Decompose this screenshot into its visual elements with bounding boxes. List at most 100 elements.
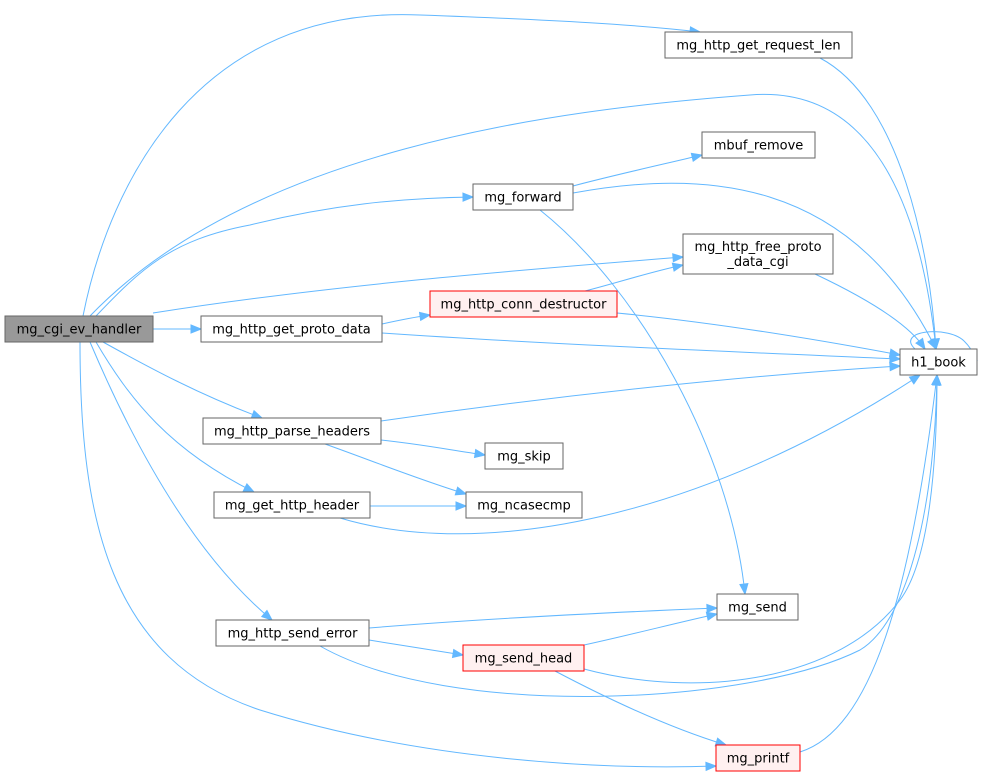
edge-arrowhead bbox=[739, 583, 749, 596]
node-box bbox=[899, 348, 978, 376]
edge-root-to-send_error bbox=[89, 341, 274, 621]
edge-line bbox=[616, 312, 901, 356]
node-label: mbuf_remove bbox=[714, 139, 804, 154]
edge-printf-to-h1_book bbox=[799, 373, 941, 753]
node-label: mg_skip bbox=[497, 450, 551, 465]
edge-line bbox=[583, 613, 718, 646]
node-box bbox=[213, 491, 371, 519]
node-box bbox=[200, 315, 383, 343]
node-label: mg_forward bbox=[484, 191, 561, 206]
node-mbuf-remove[interactable]: mbuf_remove bbox=[701, 131, 816, 159]
node-box bbox=[4, 315, 154, 343]
node-box bbox=[716, 593, 799, 621]
edge-arrowhead bbox=[242, 483, 256, 493]
edge-line bbox=[819, 57, 937, 350]
edge-arrowhead bbox=[455, 501, 468, 511]
edge-arrowhead bbox=[706, 603, 719, 614]
edge-get_http_header-to-h1_book bbox=[339, 374, 922, 535]
edge-line bbox=[572, 182, 937, 350]
edge-line bbox=[368, 639, 464, 656]
edge-line bbox=[799, 374, 938, 753]
node-label: mg_http_get_proto_data bbox=[212, 323, 371, 338]
node-send[interactable]: mg_send bbox=[716, 593, 799, 621]
node-label: mg_http_get_request_len bbox=[676, 39, 840, 54]
edge-line bbox=[82, 14, 701, 317]
edge-get_proto_data-to-h1_book bbox=[381, 332, 902, 364]
node-label: mg_http_send_error bbox=[228, 627, 358, 642]
edge-arrowhead bbox=[451, 648, 465, 659]
edge-root-to-forward bbox=[95, 192, 475, 317]
nodes-layer: mg_cgi_ev_handler mg_http_get_request_len… bbox=[4, 31, 978, 772]
node-box bbox=[202, 417, 382, 445]
edge-arrowhead bbox=[889, 353, 902, 364]
edge-get_proto_data-to-conn_destructor bbox=[381, 311, 432, 325]
edge-root-to-get_proto_data bbox=[153, 324, 203, 334]
edge-root-to-printf bbox=[79, 341, 718, 772]
edge-send_head-to-printf bbox=[554, 670, 728, 747]
edge-arrowhead bbox=[931, 373, 941, 386]
edge-root-to-get_http_header bbox=[95, 341, 256, 493]
node-label: mg_printf bbox=[727, 752, 790, 767]
node-label: mg_http_free_proto bbox=[694, 240, 821, 255]
edge-send_head-to-h1_book bbox=[583, 373, 942, 684]
edge-get_request_len-to-h1_book bbox=[819, 57, 941, 351]
edge-arrowhead bbox=[672, 253, 685, 263]
edge-arrowhead bbox=[473, 448, 487, 459]
edge-arrowhead bbox=[454, 486, 468, 496]
node-box bbox=[462, 644, 585, 672]
edge-arrowhead bbox=[889, 361, 902, 372]
edge-parse_headers-to-ncasecmp bbox=[324, 443, 468, 496]
node-box bbox=[701, 131, 816, 159]
edge-forward-to-h1_book bbox=[572, 182, 937, 351]
node-label: _data_cgi bbox=[726, 255, 788, 270]
node-box bbox=[472, 183, 574, 211]
edge-arrowhead bbox=[250, 409, 264, 419]
edge-line bbox=[554, 670, 727, 746]
node-parse-headers[interactable]: mg_http_parse_headers bbox=[202, 417, 382, 445]
edge-line bbox=[79, 341, 717, 768]
node-free-proto[interactable]: mg_http_free_proto_data_cgi bbox=[682, 233, 834, 275]
node-box bbox=[465, 491, 583, 519]
edge-arrowhead bbox=[690, 152, 704, 163]
node-conn-destructor[interactable]: mg_http_conn_destructor bbox=[429, 290, 618, 318]
edge-line bbox=[95, 196, 474, 317]
node-box bbox=[484, 442, 564, 470]
edge-line bbox=[381, 332, 901, 360]
edge-line bbox=[539, 209, 746, 595]
node-skip[interactable]: mg_skip bbox=[484, 442, 564, 470]
node-send-error[interactable]: mg_http_send_error bbox=[215, 619, 370, 647]
edge-line bbox=[339, 374, 921, 535]
node-send-head[interactable]: mg_send_head bbox=[462, 644, 585, 672]
edge-arrowhead bbox=[190, 324, 203, 334]
node-get-request-len[interactable]: mg_http_get_request_len bbox=[664, 31, 853, 59]
edge-line bbox=[324, 443, 467, 495]
edge-line bbox=[583, 374, 938, 684]
node-box bbox=[715, 744, 801, 772]
node-label: h1_book bbox=[911, 356, 966, 371]
edge-arrowhead bbox=[462, 192, 475, 202]
edge-line bbox=[380, 365, 901, 422]
node-label: mg_http_conn_destructor bbox=[441, 298, 608, 313]
edge-get_http_header-to-ncasecmp bbox=[370, 501, 468, 511]
edge-line bbox=[95, 341, 255, 493]
node-h1-book[interactable]: h1_book bbox=[899, 348, 978, 376]
edges-layer bbox=[79, 14, 978, 772]
edge-send_error-to-h1_book bbox=[319, 373, 942, 697]
edge-send_error-to-send_head bbox=[368, 639, 465, 659]
edge-arrowhead bbox=[705, 611, 719, 621]
edge-arrowhead bbox=[915, 337, 926, 351]
edge-forward-to-mbuf_remove bbox=[572, 152, 704, 187]
node-get-http-header[interactable]: mg_get_http_header bbox=[213, 491, 371, 519]
edge-line bbox=[814, 273, 926, 350]
node-ncasecmp[interactable]: mg_ncasecmp bbox=[465, 491, 583, 519]
edge-send_head-to-send bbox=[583, 611, 719, 646]
edge-line bbox=[572, 154, 703, 187]
node-get-proto-data[interactable]: mg_http_get_proto_data bbox=[200, 315, 383, 343]
node-root[interactable]: mg_cgi_ev_handler bbox=[4, 315, 154, 343]
node-printf[interactable]: mg_printf bbox=[715, 744, 801, 772]
edge-arrowhead bbox=[260, 609, 274, 621]
node-forward[interactable]: mg_forward bbox=[472, 183, 574, 211]
node-label: mg_ncasecmp bbox=[477, 499, 571, 514]
edge-line bbox=[319, 374, 938, 697]
